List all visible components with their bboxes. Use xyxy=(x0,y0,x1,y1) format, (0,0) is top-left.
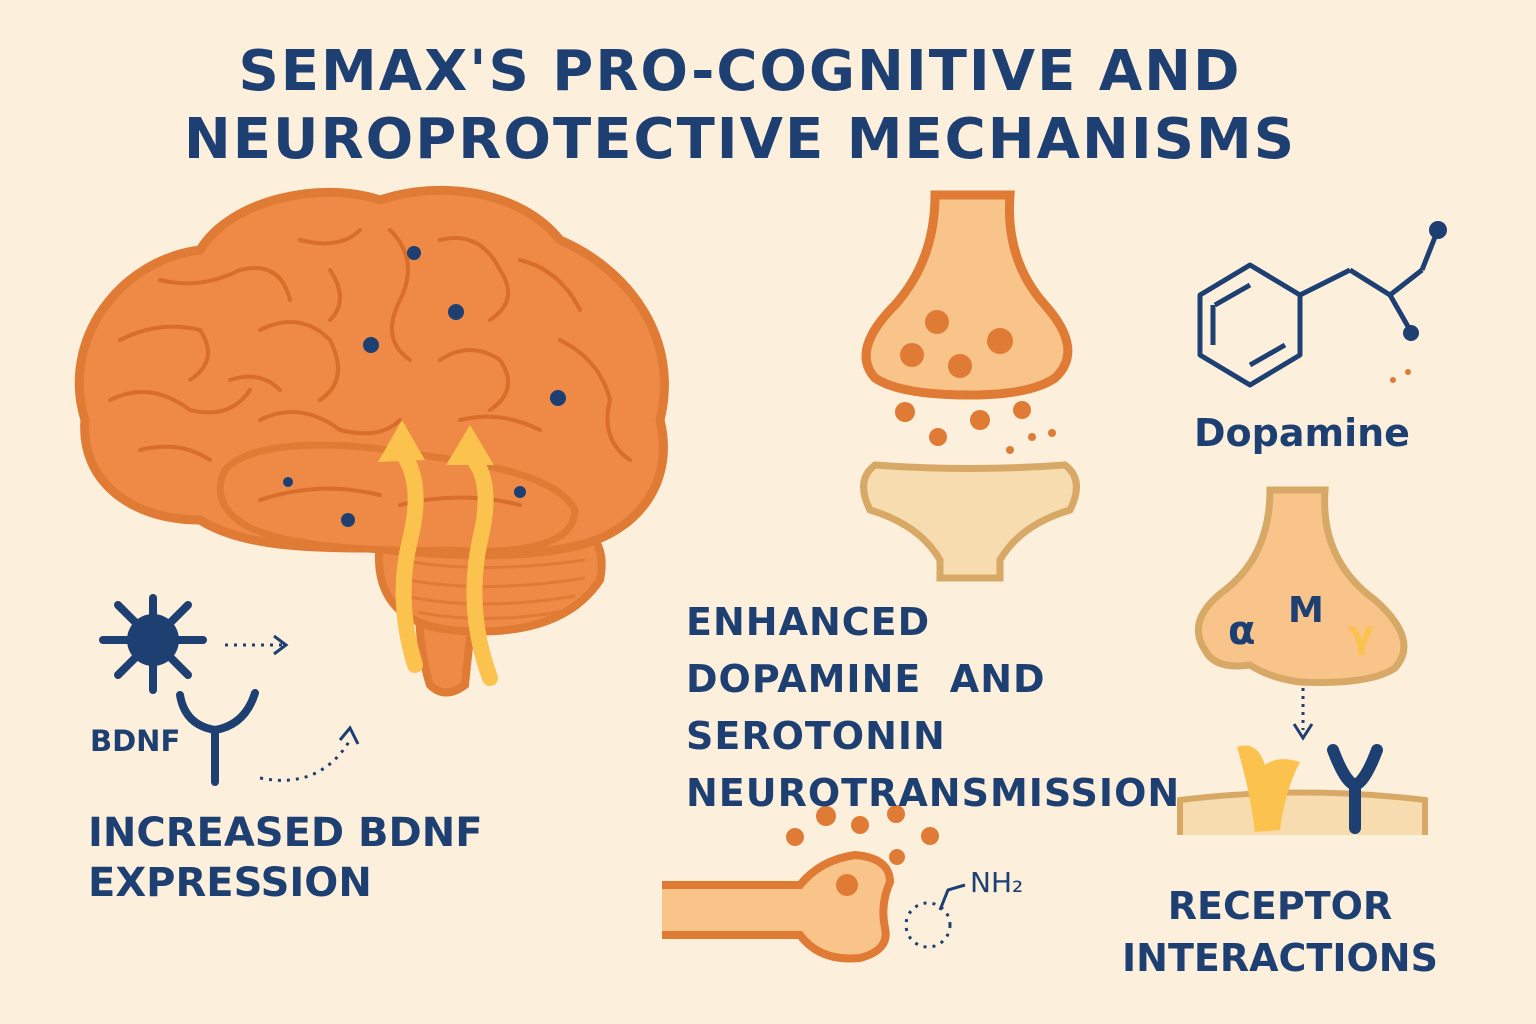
upper-synapse xyxy=(860,190,1080,582)
dopamine-label: Dopamine xyxy=(1194,411,1410,455)
receptor-line-1: RECEPTOR xyxy=(1167,884,1393,928)
neurotransmission-line-2: DOPAMINE AND xyxy=(686,657,1046,701)
receptor-line-2: INTERACTIONS xyxy=(1122,936,1438,980)
receptor-neuron xyxy=(1194,486,1408,741)
postsynaptic-terminal xyxy=(860,461,1080,582)
receptor-yellow xyxy=(1237,745,1300,832)
bdnf-receptor-icon xyxy=(176,689,259,786)
dopamine-molecule xyxy=(1197,231,1440,388)
lower-neuron xyxy=(662,805,966,963)
mu-symbol: M xyxy=(1288,590,1324,631)
receptor-navy xyxy=(1327,744,1383,834)
page-title: SEMAX'S PRO-COGNITIVE AND NEUROPROTECTIV… xyxy=(0,38,1480,174)
neurotransmission-label: ENHANCED DOPAMINE AND SEROTONIN NEUROTRA… xyxy=(686,594,1180,822)
bdnf-expression-line-2: EXPRESSION xyxy=(88,860,372,906)
brain-illustration xyxy=(74,185,669,697)
neurotransmission-line-3: SEROTONIN xyxy=(686,714,946,758)
gamma-symbol: γ xyxy=(1348,612,1374,656)
cell-membrane xyxy=(1177,789,1428,835)
bdnf-expression-line-1: INCREASED BDNF xyxy=(88,810,483,856)
title-line-2: NEUROPROTECTIVE MECHANISMS xyxy=(183,107,1297,172)
title-line-1: SEMAX'S PRO-COGNITIVE AND xyxy=(238,39,1242,104)
neurotransmission-line-4: NEUROTRANSMISSION xyxy=(686,771,1181,815)
bdnf-icon-group xyxy=(99,594,360,786)
neurotransmission-line-1: ENHANCED xyxy=(686,600,931,644)
receptor-interactions-label: RECEPTOR INTERACTIONS xyxy=(1110,880,1450,984)
alpha-symbol: α xyxy=(1228,608,1256,654)
cerebrum xyxy=(74,185,669,560)
bdnf-expression-label: INCREASED BDNF EXPRESSION xyxy=(88,808,483,908)
nh2-label: NH₂ xyxy=(970,866,1024,899)
bdnf-label: BDNF xyxy=(90,724,181,758)
